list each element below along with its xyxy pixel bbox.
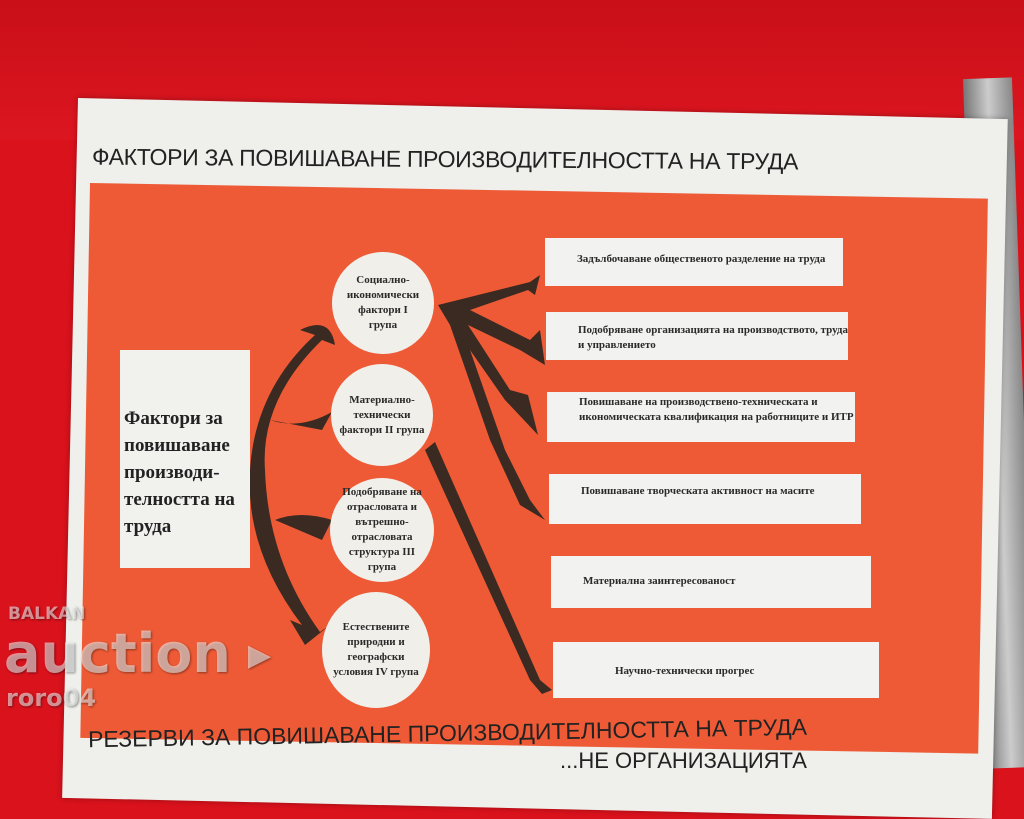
fan-arrows: [438, 275, 545, 520]
left-mid-arrow: [270, 412, 332, 430]
left-mid-arrow: [275, 515, 332, 540]
group-label: Подобряване на отрасловата и вътрешно-от…: [342, 486, 422, 573]
watermark-play-icon: ▶: [248, 638, 272, 673]
group-label: Естествените природни и географски услов…: [333, 621, 419, 678]
main-factors-label: Фактори за повишаване производи-телностт…: [124, 408, 235, 537]
group-circle-2: Материално-технически фактори II група: [331, 364, 433, 466]
factor-label: Материална заинтересованост: [583, 575, 736, 587]
group-circle-1: Социално-икономически фактори I група: [332, 252, 434, 354]
factor-label: Повишаване на производствено-техническат…: [579, 396, 854, 423]
factor-box-4: Повишаване творческата активност на маси…: [549, 474, 861, 524]
factor-label: Научно-технически прогрес: [615, 665, 755, 677]
group-circle-4: Естествените природни и географски услов…: [322, 592, 430, 708]
watermark-balkan: BALKAN: [8, 604, 86, 624]
main-factors-box: Фактори за повишаване производи-телностт…: [120, 350, 250, 568]
long-arrow: [425, 442, 552, 694]
group-circle-3: Подобряване на отрасловата и вътрешно-от…: [330, 478, 434, 582]
factor-label: Повишаване творческата активност на маси…: [581, 485, 815, 497]
group-label: Материално-технически фактори II група: [339, 393, 425, 436]
factor-label: Задълбочаване общественото разделение на…: [577, 253, 826, 265]
watermark-user: roro04: [6, 684, 97, 712]
factor-box-1: Задълбочаване общественото разделение на…: [545, 238, 843, 286]
arrows-diagram: [249, 275, 552, 694]
group-label: Социално-икономически фактори I група: [346, 274, 420, 331]
factor-box-6: Научно-технически прогрес: [553, 642, 879, 698]
factor-box-2: Подобряване организацията на производств…: [546, 312, 848, 360]
bottom-subtitle: ...НЕ ОРГАНИЗАЦИЯТА: [560, 748, 807, 773]
left-curved-arrow: [249, 325, 335, 645]
watermark-auction: auction: [4, 622, 231, 685]
factor-box-5: Материална заинтересованост: [551, 556, 871, 608]
factor-label: Подобряване организацията на производств…: [578, 324, 848, 351]
factor-box-3: Повишаване на производствено-техническат…: [547, 392, 855, 442]
